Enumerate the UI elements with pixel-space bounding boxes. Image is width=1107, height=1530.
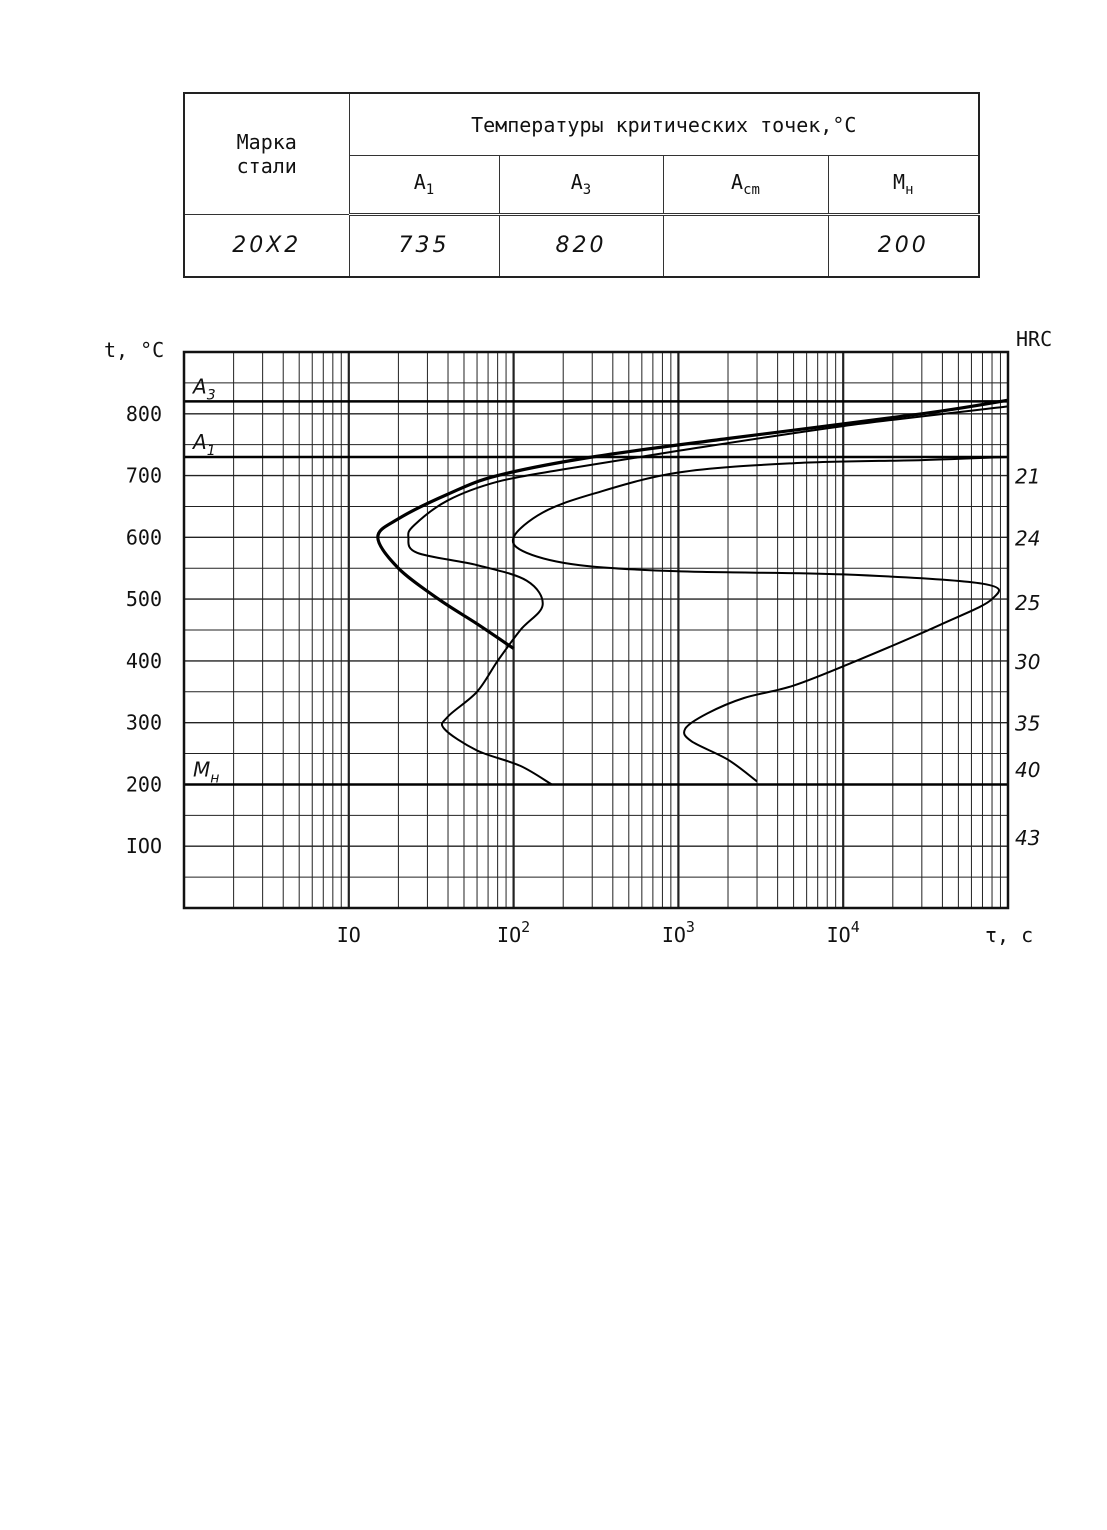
ref-line-label-base: A	[191, 430, 207, 454]
ref-line-label-base: M	[193, 757, 210, 781]
x-tick-label: IO3	[662, 918, 695, 947]
cell-steel: 20Х2	[183, 213, 350, 278]
y-tick-label: 500	[126, 587, 162, 611]
y-tick-label: 300	[126, 711, 162, 735]
header-critical-temps-text: Температуры критических точек,	[471, 112, 833, 137]
header-a3-sub: 3	[582, 182, 592, 199]
y-tick-label: 200	[126, 772, 162, 796]
ref-line-label-base: A	[191, 374, 207, 398]
x-tick-base: IO	[827, 923, 851, 947]
header-mn-base: M	[893, 170, 906, 195]
hrc-label: 35	[1015, 712, 1040, 736]
reference-lines	[184, 400, 1008, 786]
header-critical-temps-unit: °С	[832, 112, 857, 137]
hrc-label: 30	[1015, 650, 1040, 674]
series-line	[376, 398, 1009, 650]
ref-line-label-sub: н	[210, 770, 219, 786]
header-a3-base: A	[570, 170, 583, 195]
y-tick-label: IOO	[126, 834, 162, 858]
header-a1-base: A	[413, 170, 426, 195]
x-tick-base: IO	[662, 923, 686, 947]
transformation-curves	[376, 398, 1009, 786]
hrc-label: 43	[1015, 826, 1040, 850]
ref-line-label-sub: 3	[207, 387, 216, 403]
header-mn: Mн	[827, 155, 980, 216]
header-steel-grade: Марка стали	[183, 92, 350, 215]
y-tick-label: 700	[126, 464, 162, 488]
cell-a3: 820	[498, 213, 664, 278]
cell-mn: 200	[827, 213, 980, 278]
x-axis-label: τ, с	[985, 923, 1033, 947]
series-line	[407, 405, 1009, 786]
hrc-label: 25	[1015, 591, 1040, 615]
y-axis-label: t, °С	[104, 338, 164, 362]
hrc-label: 24	[1015, 526, 1040, 550]
header-mn-sub: н	[905, 182, 914, 199]
header-acm: Acm	[662, 155, 829, 216]
hrc-label: 40	[1015, 758, 1040, 782]
x-tick-base: IO	[497, 923, 521, 947]
plot-frame	[182, 350, 1010, 910]
x-tick-base: IO	[337, 923, 361, 947]
y-tick-label: 600	[126, 525, 162, 549]
header-acm-sub: cm	[743, 182, 760, 199]
ref-line-label: A1	[191, 430, 216, 459]
header-critical-temps: Температуры критических точек,°С	[348, 92, 980, 157]
hrc-labels: 21 24 25 30 35 40 43	[1015, 465, 1040, 850]
header-acm-base: A	[731, 170, 744, 195]
cell-a1: 735	[348, 213, 500, 278]
y-tick-label: 400	[126, 649, 162, 673]
x-tick-exp: 3	[686, 918, 695, 936]
header-a1-sub: 1	[425, 182, 435, 199]
ref-line-label: A3	[191, 374, 216, 403]
ref-line-label-sub: 1	[207, 443, 216, 459]
x-tick-label: IO4	[827, 918, 860, 947]
ref-line-label: Mн	[193, 757, 219, 786]
y-tick-label: 800	[126, 402, 162, 426]
hrc-label: 21	[1015, 465, 1040, 489]
series-line	[511, 456, 1009, 783]
header-a1: A1	[348, 155, 500, 216]
x-tick-label: IO2	[497, 918, 530, 947]
chart-grid	[184, 352, 1008, 908]
y2-axis-label: HRC	[1016, 327, 1052, 351]
x-tick-exp: 4	[851, 918, 860, 936]
x-tick-label: IO	[337, 923, 361, 947]
x-tick-exp: 2	[521, 918, 530, 936]
critical-points-table: Марка стали Температуры критических точе…	[183, 92, 981, 278]
cell-acm	[662, 213, 829, 278]
